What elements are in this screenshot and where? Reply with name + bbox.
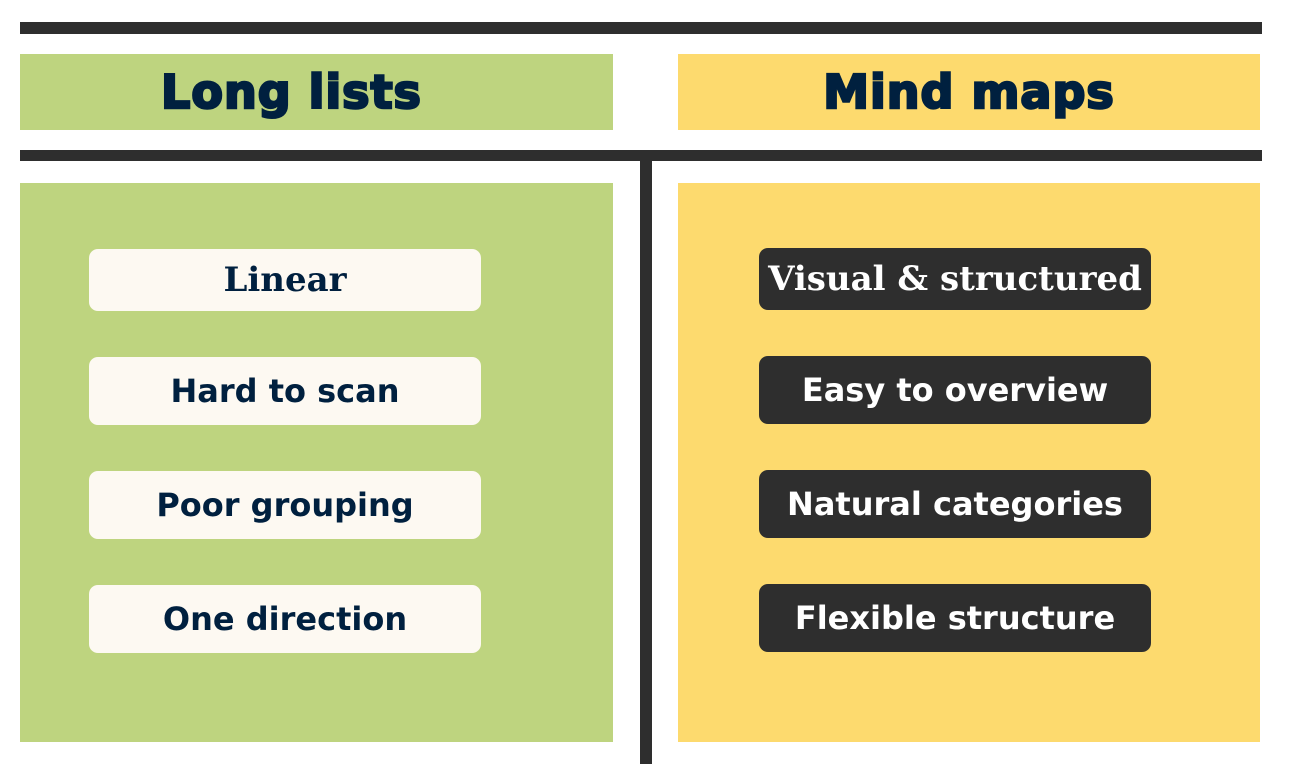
left-item-one-direction: One direction [89, 585, 481, 653]
item-label: Poor grouping [156, 486, 414, 524]
left-item-linear: Linear [89, 249, 481, 311]
top-divider [20, 22, 1262, 34]
item-label: Natural categories [787, 485, 1123, 523]
item-label: Easy to overview [801, 371, 1109, 409]
item-label: Flexible structure [794, 599, 1116, 637]
item-label: One direction [162, 600, 408, 638]
right-item-visual-structured: Visual & structured [759, 248, 1151, 310]
vertical-divider [640, 150, 652, 764]
right-item-flexible-structure: Flexible structure [759, 584, 1151, 652]
item-label: Visual & structured [768, 259, 1142, 299]
left-item-hard-to-scan: Hard to scan [89, 357, 481, 425]
right-item-natural-categories: Natural categories [759, 470, 1151, 538]
right-item-easy-to-overview: Easy to overview [759, 356, 1151, 424]
left-item-poor-grouping: Poor grouping [89, 471, 481, 539]
right-header: Mind maps [678, 54, 1260, 130]
left-title: Long lists [160, 64, 422, 121]
left-header: Long lists [20, 54, 613, 130]
item-label: Linear [223, 260, 347, 300]
item-label: Hard to scan [170, 372, 400, 410]
right-title: Mind maps [822, 64, 1115, 121]
